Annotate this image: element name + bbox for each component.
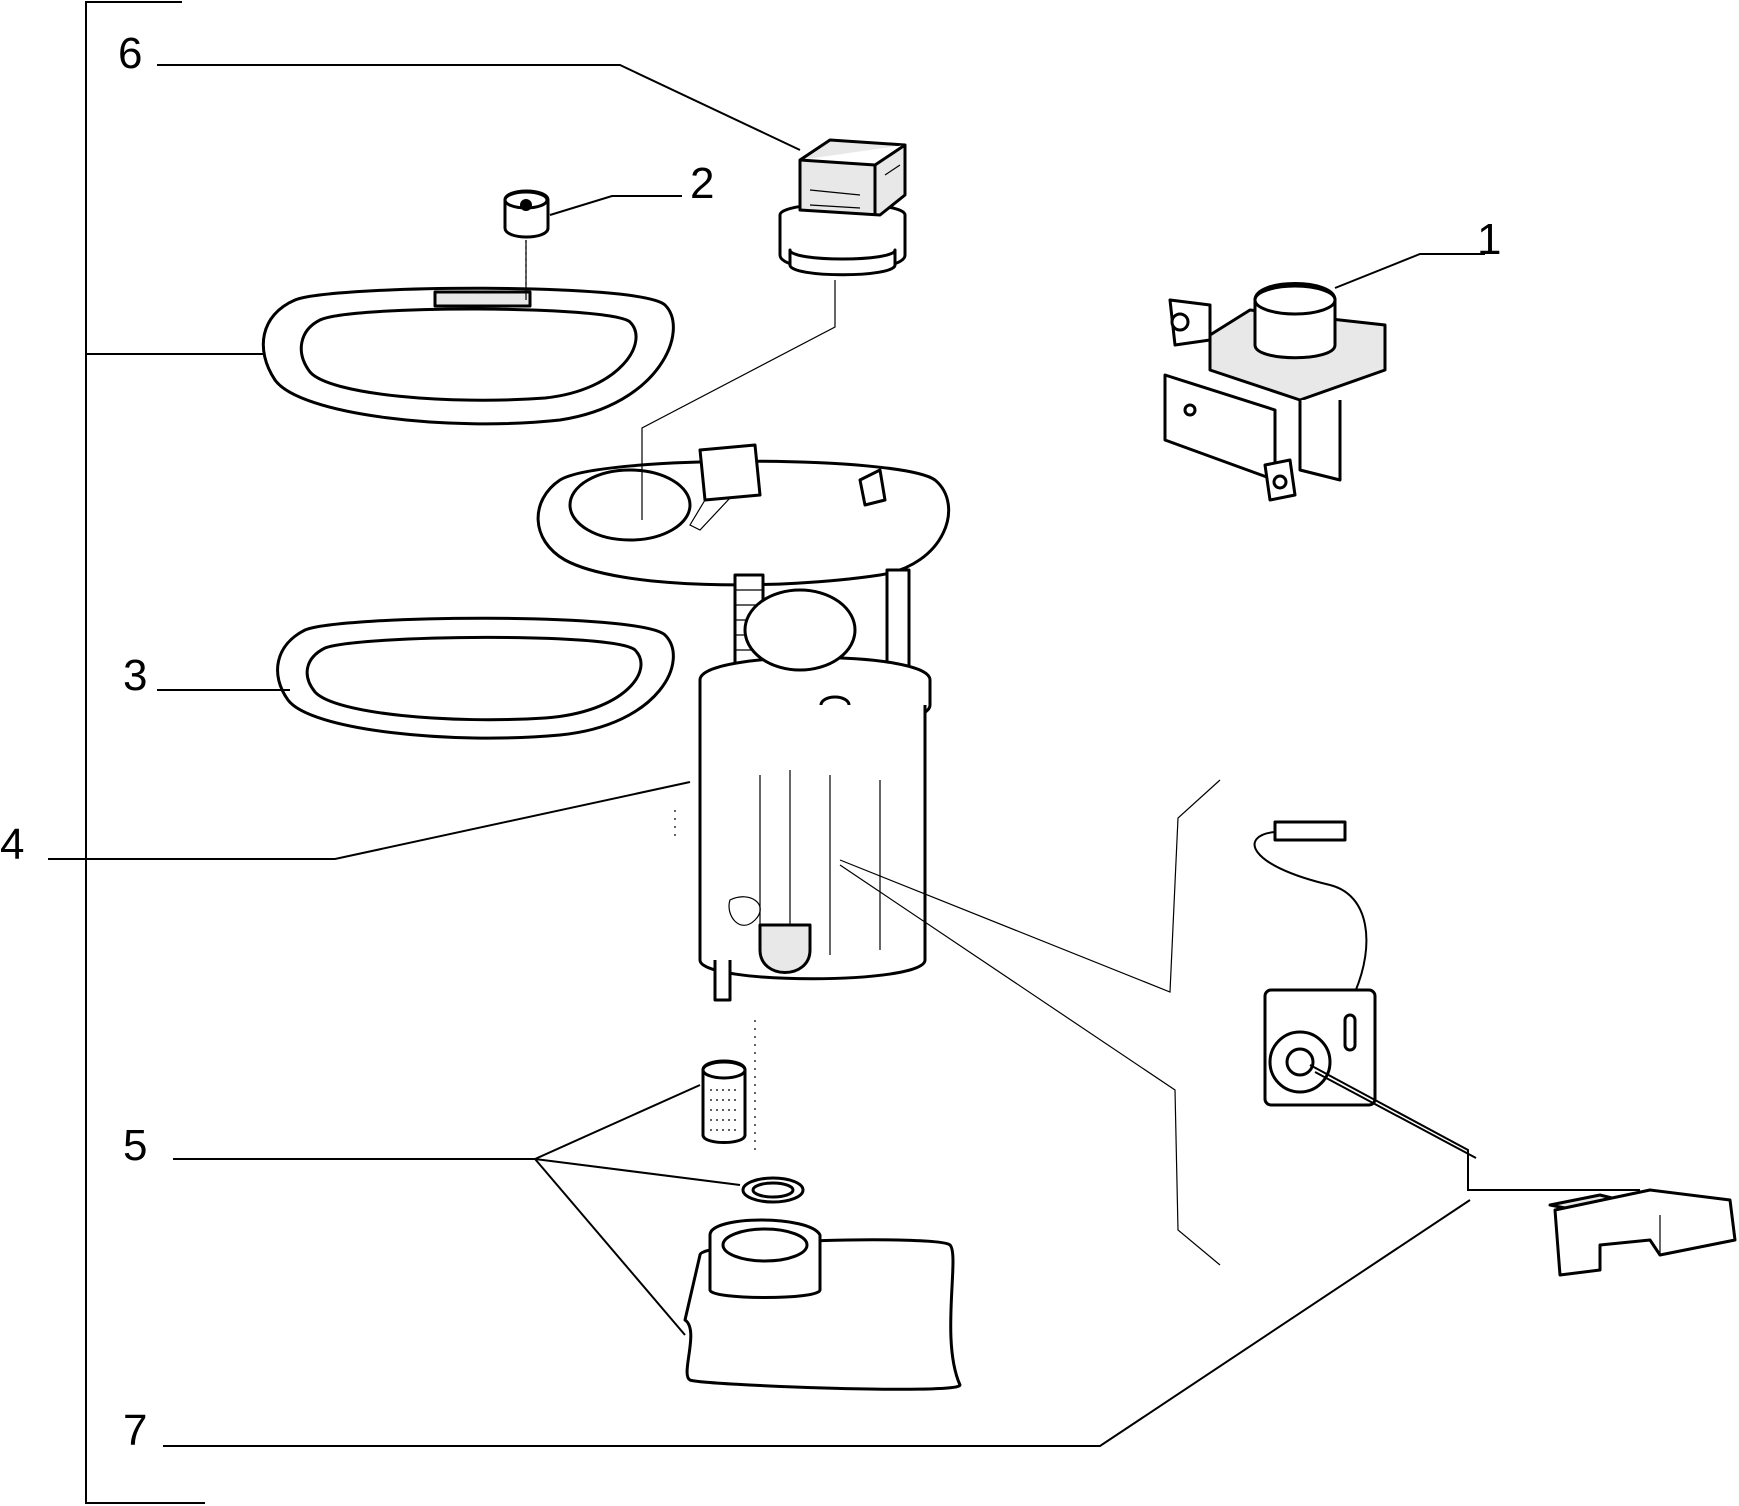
leader-line-6 [157,64,801,151]
upper-gasket-ring [261,286,675,426]
part-5-filter-set [683,1059,962,1391]
part-2-nut [503,189,550,300]
callout-1: 1 [1477,215,1501,264]
leader-line-5b [534,1158,741,1186]
callout-2: 2 [690,159,714,208]
leader-line-5c [534,1158,686,1336]
part-3-gasket-ring [276,616,675,740]
callout-5: 5 [123,1121,147,1170]
part-1-relay-unit [1163,282,1387,502]
part-7-level-sensor [1253,820,1737,1277]
part-4-fuel-pump-module [536,443,951,1002]
leader-line-2 [549,195,682,216]
callout-7: 7 [123,1406,147,1455]
leader-line-7 [163,1199,1471,1447]
leader-line-5 [173,1084,701,1160]
guide-line-sensor-a [839,779,1221,993]
callout-6: 6 [118,29,142,78]
part-6-connector-cap [778,138,907,277]
callout-4: 4 [0,820,24,869]
callout-3: 3 [123,651,147,700]
leader-line-1 [1334,253,1485,289]
leader-line-4 [48,781,691,860]
guide-line-sensor-b [839,864,1221,1266]
assembly-bracket [85,1,205,1504]
guide-line-cap [641,280,836,520]
